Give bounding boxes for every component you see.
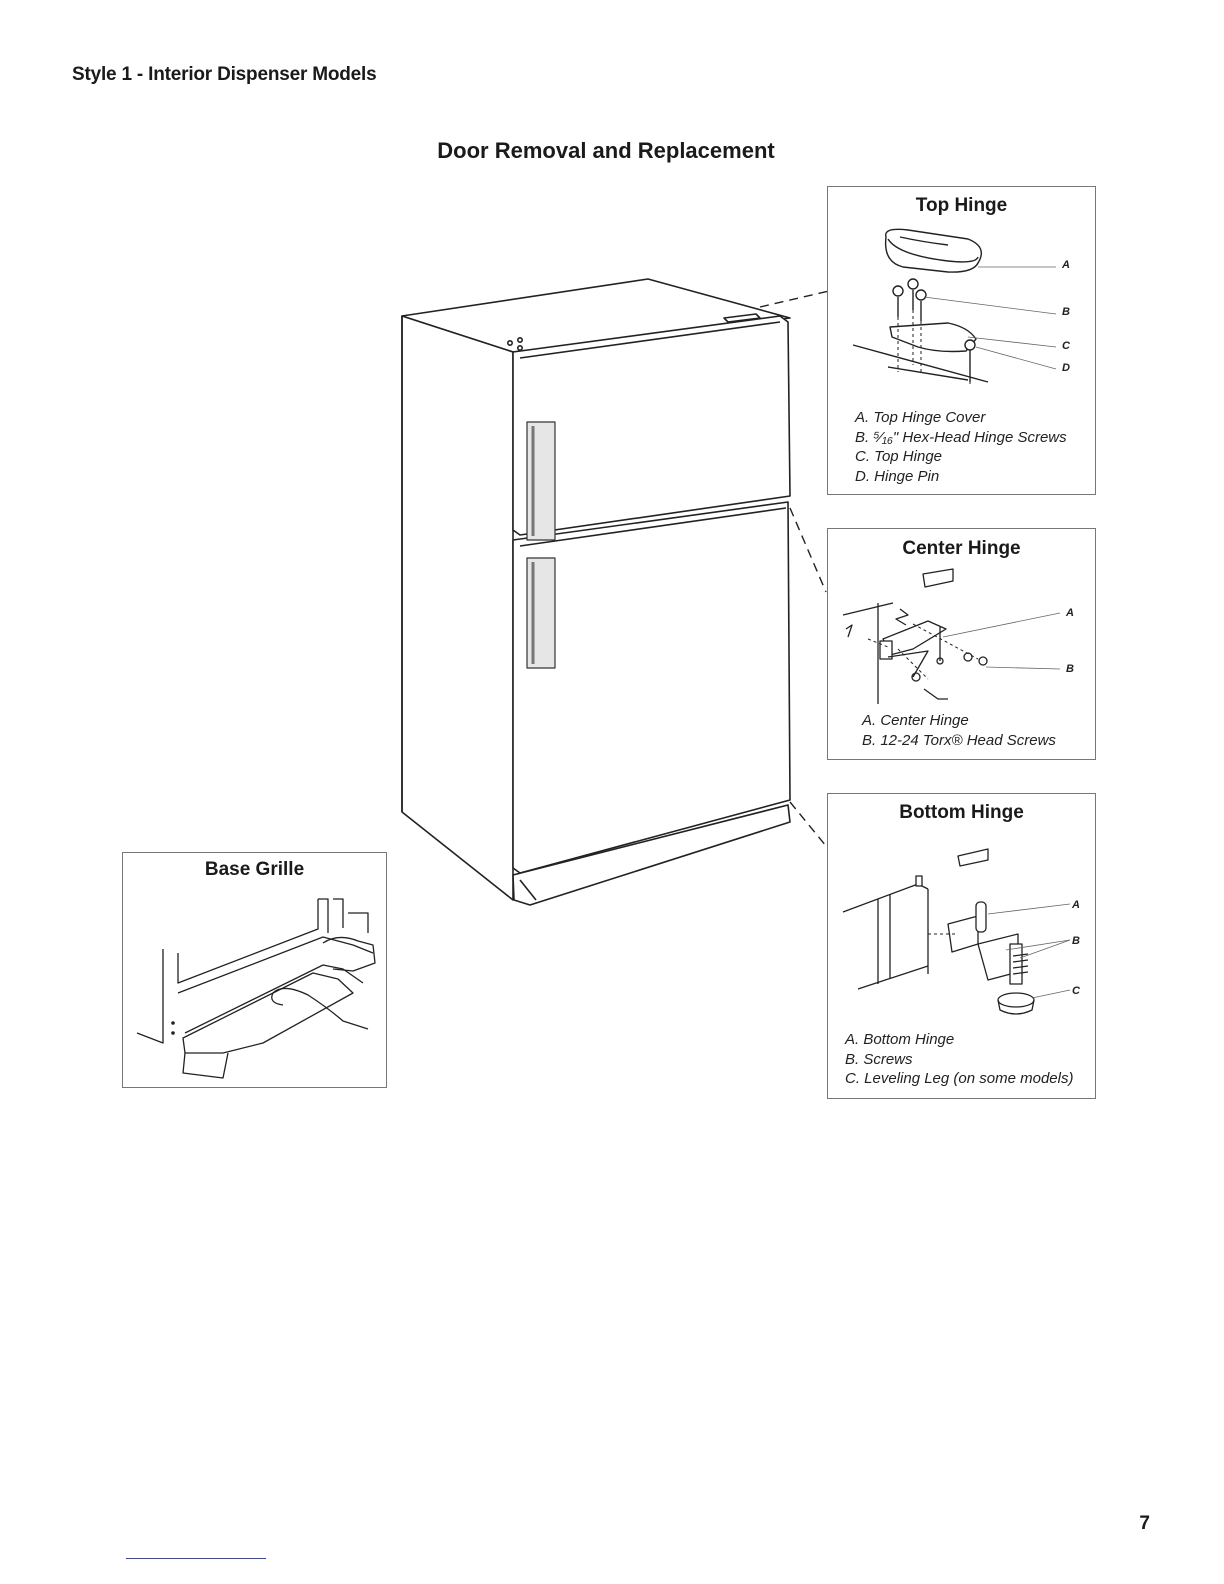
center-hinge-callout-a: A: [1066, 607, 1074, 619]
legend-item: D. Hinge Pin: [855, 467, 940, 485]
legend-item: C. Top Hinge: [855, 448, 942, 465]
top-hinge-callout-a: A: [1062, 259, 1070, 271]
top-hinge-title: Top Hinge: [915, 195, 1008, 216]
bottom-hinge-title: Bottom Hinge: [899, 802, 1024, 823]
bottom-hinge-legend: A. Bottom Hinge B. Screws C. Leveling Le…: [845, 1030, 1073, 1089]
center-hinge-title: Center Hinge: [902, 538, 1021, 559]
section-label: Style 1 - Interior Dispenser Models: [72, 64, 377, 85]
bottom-hinge-callout-c: C: [1072, 985, 1080, 997]
center-hinge-diagram: [842, 568, 1061, 704]
top-hinge-panel: Top Hinge: [827, 186, 1096, 495]
base-grille-panel: Base Grille: [122, 852, 387, 1088]
bottom-hinge-callout-a: A: [1072, 899, 1080, 911]
bottom-hinge-diagram: [842, 848, 1071, 1015]
page-number: 7: [1139, 1513, 1150, 1534]
legend-item: A. Bottom Hinge: [845, 1031, 955, 1048]
bottom-hinge-callout-b: B: [1072, 935, 1080, 947]
top-hinge-callout-d: D: [1062, 362, 1070, 374]
footer-rule: [126, 1558, 266, 1559]
bottom-hinge-panel: Bottom Hinge A B C A. Bot: [827, 793, 1096, 1099]
top-hinge-callout-b: B: [1062, 306, 1070, 318]
center-hinge-panel: Center Hinge A B A. Center: [827, 528, 1096, 760]
legend-item: A. Center Hinge: [862, 712, 969, 729]
center-hinge-legend: A. Center Hinge B. 12-24 Torx® Head Scre…: [862, 711, 1056, 750]
top-hinge-legend: A. Top Hinge Cover B. ⁵⁄₁₆" Hex-Head Hin…: [855, 408, 1067, 486]
legend-item: C. Leveling Leg (on some models): [845, 1070, 1074, 1087]
top-hinge-callout-c: C: [1062, 340, 1070, 352]
page-title: Door Removal and Replacement: [437, 138, 775, 163]
legend-item: B. 12-24 Torx® Head Screws: [862, 731, 1056, 749]
top-hinge-diagram: [852, 228, 1057, 387]
legend-item: B. ⁵⁄₁₆" Hex-Head Hinge Screws: [855, 428, 1067, 446]
base-grille-diagram: [136, 898, 376, 1079]
center-hinge-callout-b: B: [1066, 663, 1074, 675]
legend-item: B. Screws: [845, 1050, 913, 1068]
legend-item: A. Top Hinge Cover: [855, 409, 986, 426]
base-grille-title: Base Grille: [204, 859, 305, 880]
